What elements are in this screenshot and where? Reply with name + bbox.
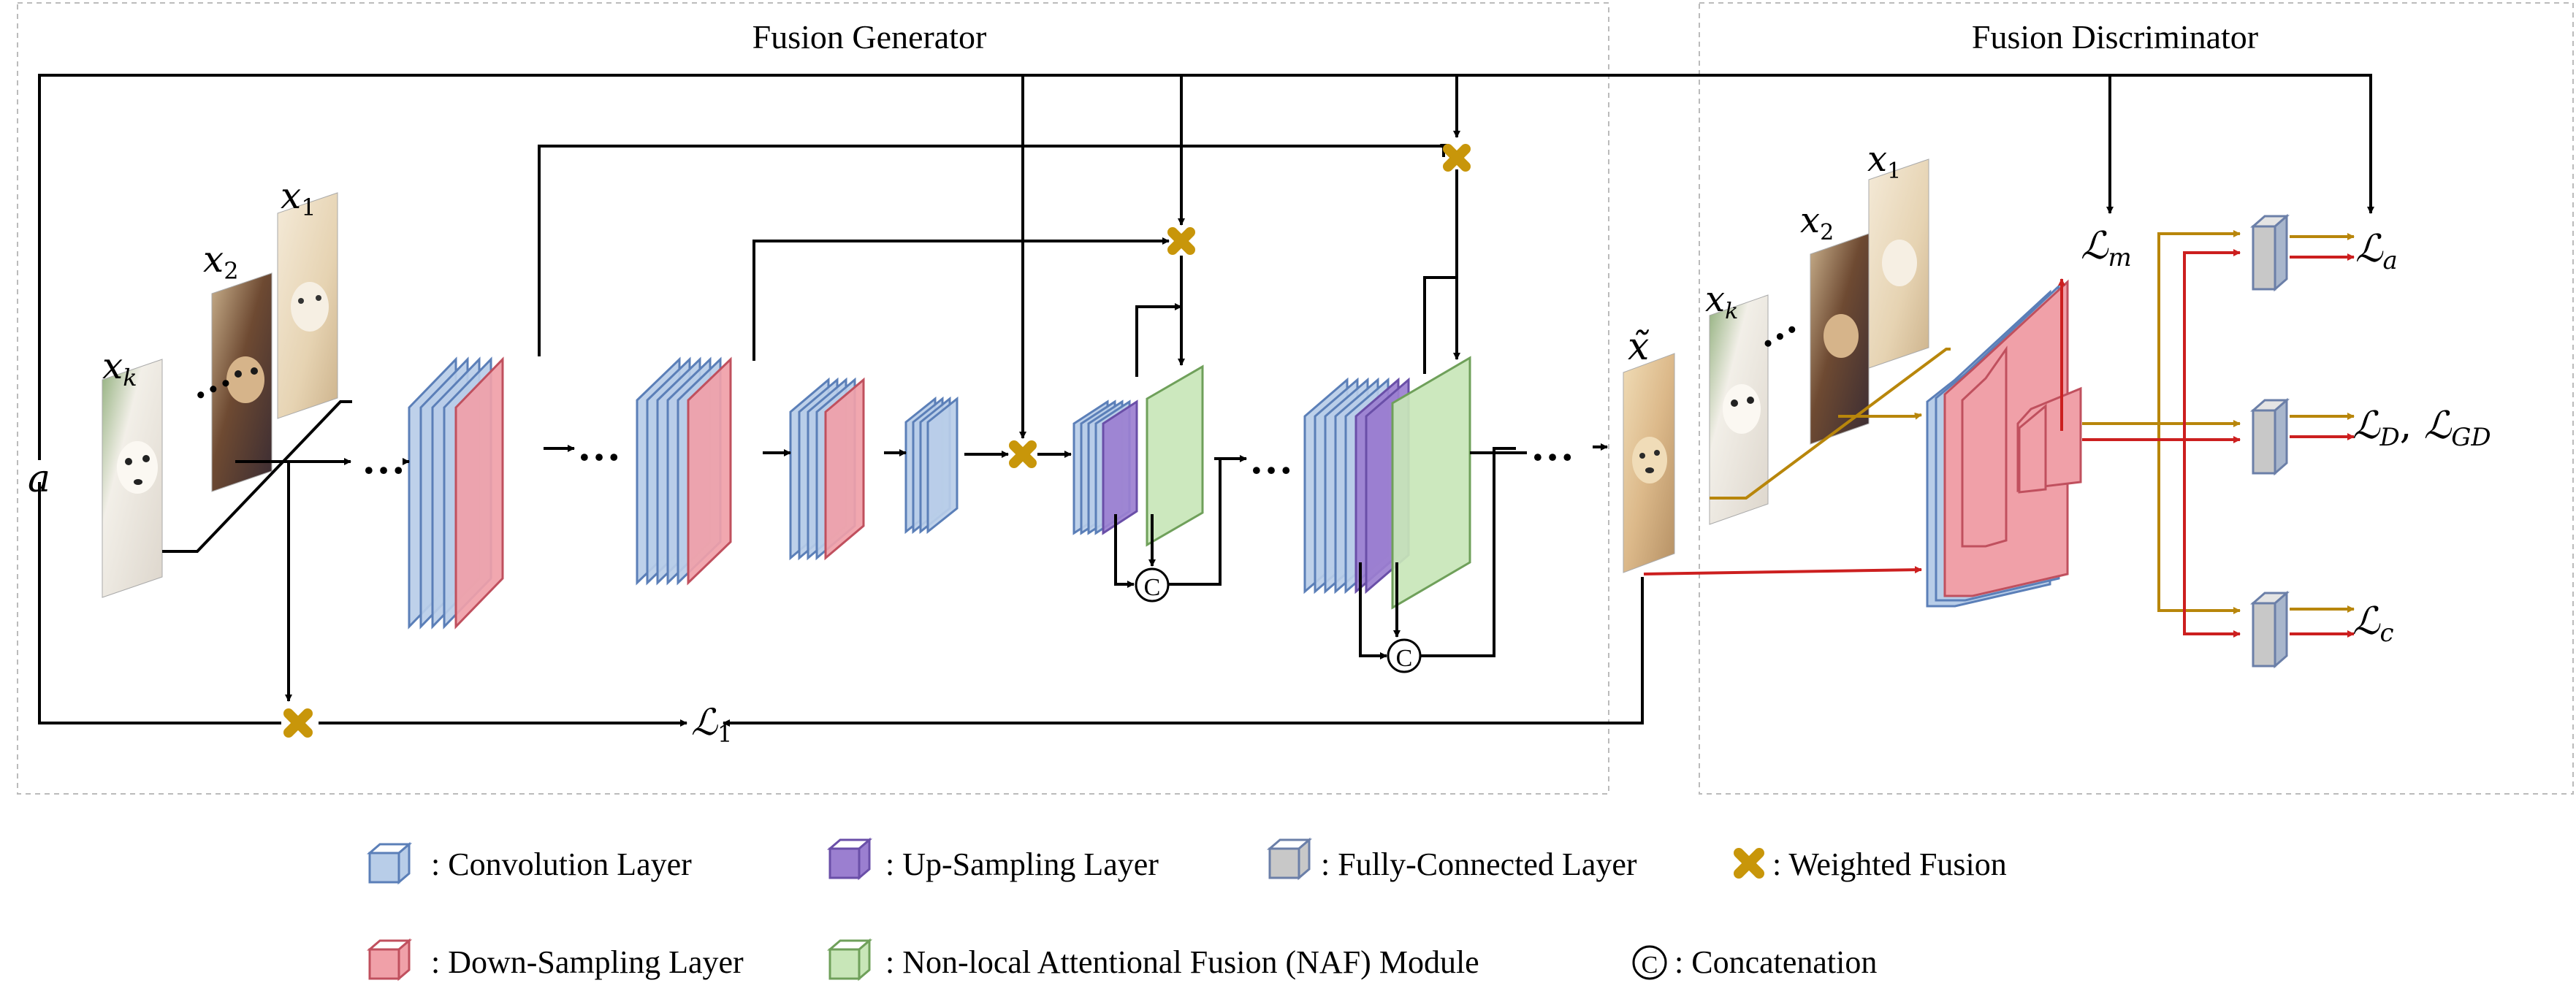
input-image-x2	[211, 272, 273, 492]
legend-naf-icon	[826, 938, 873, 982]
output-image-xtilde	[1623, 353, 1675, 573]
legend: : Convolution Layer : Up-Sampling Layer …	[366, 837, 2007, 982]
disc-label-x2: x2	[1800, 200, 1834, 245]
legend-fc-icon	[1266, 837, 1313, 881]
disc-network	[1926, 279, 2082, 608]
disc-label-xk: xk	[1705, 279, 1738, 324]
disc-label-x1: x1	[1867, 139, 1901, 184]
enc-block-3-layer-5	[824, 377, 865, 561]
svg-text:C: C	[1642, 952, 1658, 979]
legend-up-icon	[826, 837, 873, 881]
naf-module-1	[1146, 364, 1204, 547]
enc-block-1-layer-5	[454, 356, 504, 630]
naf-module-2	[1391, 356, 1471, 610]
weighted-fusion-input	[283, 708, 313, 738]
ellipsis-g4: …	[1531, 421, 1574, 470]
generator-frame	[17, 2, 1609, 795]
concat-node-1: C	[1135, 567, 1170, 603]
fc-block-2	[2250, 397, 2290, 476]
loss-l1: ℒ1	[691, 701, 732, 748]
discriminator-title: Fusion Discriminator	[1972, 18, 2258, 56]
generator-title: Fusion Generator	[752, 18, 987, 56]
disc-input-wires	[1643, 348, 1951, 575]
weighted-fusion-skip2	[1443, 144, 1471, 172]
loss-ld-lgd: ℒD, ℒGD	[2352, 404, 2491, 452]
legend-fc-label: : Fully-Connected Layer	[1321, 846, 1637, 882]
dec-block-1-layer-5	[1102, 399, 1138, 535]
legend-concat-label: : Concatenation	[1674, 944, 1877, 980]
legend-down-icon	[366, 938, 413, 982]
ellipsis-g2: …	[577, 421, 621, 470]
fc-block-1	[2250, 213, 2290, 292]
loss-la: ℒa	[2355, 227, 2398, 275]
loss-lc: ℒc	[2352, 600, 2394, 648]
input-wires	[162, 400, 352, 702]
weighted-fusion-marks	[283, 144, 1471, 738]
fc-blocks	[2250, 213, 2290, 669]
svg-text:C: C	[1144, 574, 1161, 601]
legend-down-label: : Down-Sampling Layer	[431, 944, 744, 980]
ellipsis-g1: …	[362, 435, 405, 483]
enc-block-2-layer-6	[687, 356, 732, 586]
concat-node-2: C	[1387, 638, 1422, 673]
input-image-x1	[277, 192, 338, 419]
legend-conv-icon	[366, 841, 413, 885]
weighted-fusion-skip1	[1167, 227, 1195, 255]
label-a: a	[28, 457, 50, 501]
discriminator-frame	[1699, 2, 2574, 795]
ellipsis-g3: …	[1249, 435, 1293, 483]
enc-block-4-layer-4	[926, 396, 959, 535]
disc-image-xk	[1709, 294, 1769, 525]
weight-lines	[38, 74, 2374, 727]
disc-image-x1	[1868, 158, 1929, 369]
label-xk: xk	[102, 345, 137, 391]
disc-image-x2	[1810, 233, 1870, 445]
label-xtilde: x̃	[1628, 325, 1650, 369]
weighted-fusion-bottleneck	[1009, 440, 1037, 468]
legend-wf-label: : Weighted Fusion	[1772, 846, 2007, 882]
loss-lm: ℒm	[2081, 224, 2132, 272]
legend-conv-label: : Convolution Layer	[431, 846, 692, 882]
svg-text:C: C	[1396, 645, 1413, 672]
disc-output-wires	[2058, 230, 2355, 638]
input-image-xk	[102, 359, 163, 598]
legend-wf-icon	[1734, 848, 1764, 879]
legend-naf-label: : Non-local Attentional Fusion (NAF) Mod…	[885, 944, 1479, 980]
legend-up-label: : Up-Sampling Layer	[885, 846, 1159, 882]
fc-block-3	[2250, 590, 2290, 669]
legend-concat-icon: C	[1632, 945, 1667, 980]
label-x2: x2	[203, 238, 239, 285]
label-x1: x1	[281, 175, 316, 221]
layer-stacks	[408, 356, 1471, 630]
